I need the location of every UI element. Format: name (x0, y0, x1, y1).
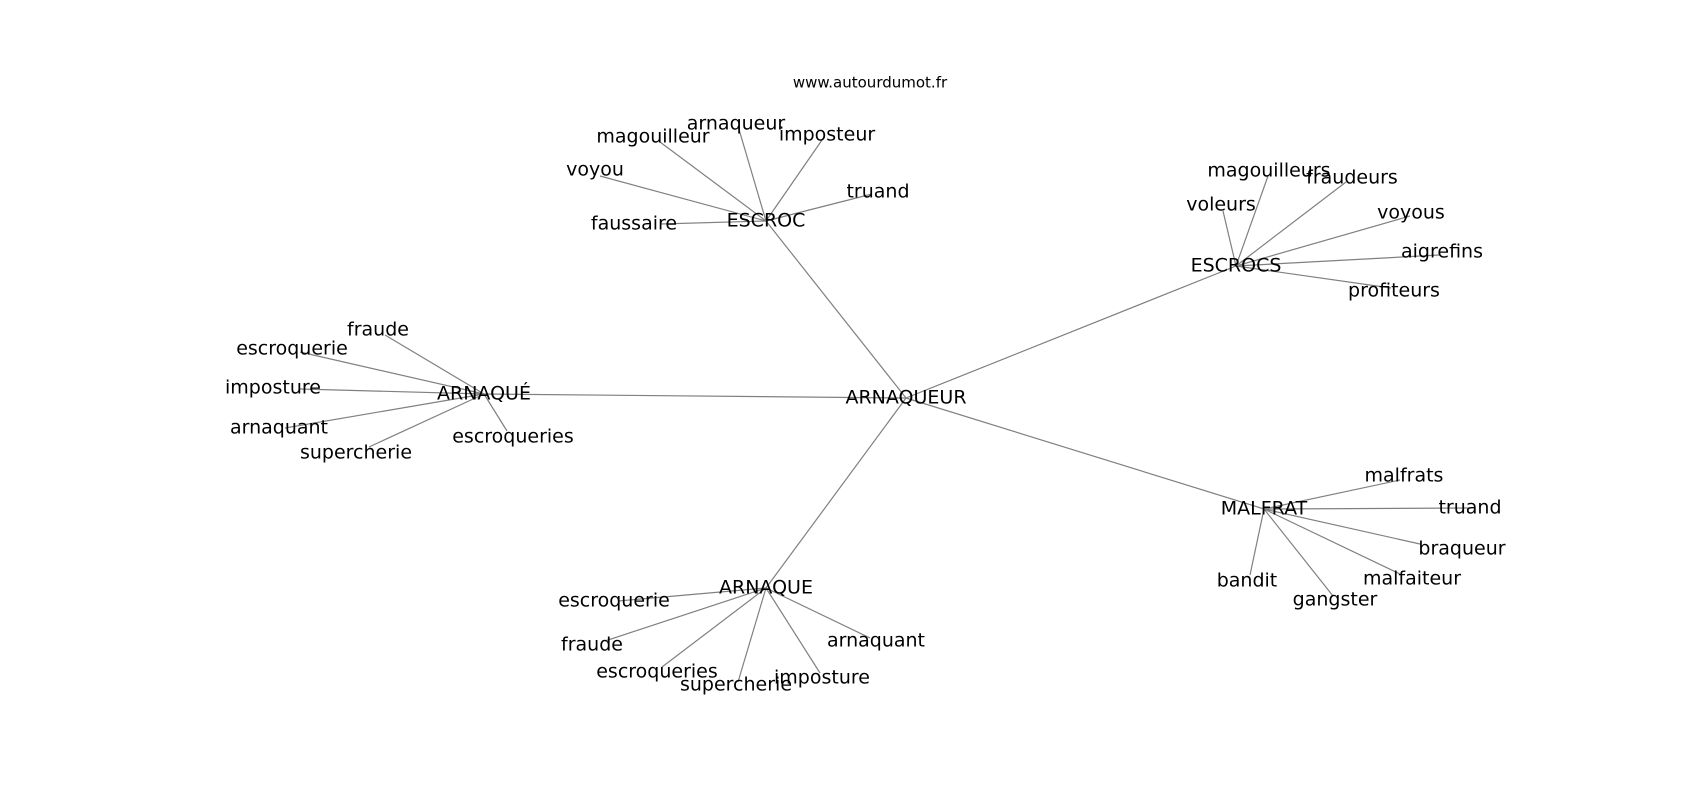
leaf-node-label[interactable]: imposteur (779, 124, 876, 146)
edge-0-5 (659, 220, 767, 225)
graph-nodes: ARNAQUEURESCROCmagouilleurarnaqueurimpos… (225, 113, 1506, 696)
cluster-node-label[interactable]: ARNAQUE (719, 577, 813, 599)
leaf-node-label[interactable]: truand (846, 181, 909, 203)
leaf-node-label[interactable]: malfaiteur (1363, 568, 1461, 590)
cluster-node-label[interactable]: ESCROC (727, 210, 806, 232)
edge-3-3 (1263, 508, 1401, 575)
edge-3-1 (1263, 507, 1471, 510)
edge-3-0 (1263, 479, 1401, 510)
leaf-node-label[interactable]: arnaqueur (687, 113, 786, 135)
leaf-node-label[interactable]: imposture (225, 377, 321, 399)
edge-center-to-1 (905, 265, 1237, 399)
edge-center-to-4 (765, 397, 907, 589)
leaf-node-label[interactable]: voyous (1377, 202, 1445, 224)
edge-4-1 (604, 587, 767, 642)
edge-4-3 (737, 587, 767, 683)
edge-3-4 (1249, 508, 1265, 576)
graph-edges (284, 125, 1471, 683)
leaf-node-label[interactable]: fraude (561, 634, 623, 656)
leaf-node-label[interactable]: voyou (566, 159, 624, 181)
edge-2-2 (299, 388, 485, 395)
leaf-node-label[interactable]: escroqueries (452, 426, 574, 448)
leaf-node-label[interactable]: supercherie (680, 674, 792, 696)
edge-4-0 (617, 587, 767, 602)
edge-2-0 (384, 334, 485, 395)
leaf-node-label[interactable]: imposture (774, 667, 870, 689)
edge-4-4 (765, 587, 821, 674)
edge-2-4 (368, 393, 485, 448)
edge-3-5 (1263, 508, 1334, 597)
leaf-node-label[interactable]: gangster (1293, 589, 1378, 611)
leaf-node-label[interactable]: arnaquant (230, 417, 328, 439)
leaf-node-label[interactable]: escroqueries (596, 661, 718, 683)
edge-center-to-3 (905, 397, 1265, 510)
edge-0-0 (659, 141, 767, 222)
edge-0-1 (737, 125, 767, 222)
leaf-node-label[interactable]: fraude (347, 319, 409, 341)
edge-4-5 (765, 587, 871, 639)
leaf-node-label[interactable]: aigrefins (1401, 241, 1483, 263)
edge-0-4 (765, 193, 873, 222)
leaf-node-label[interactable]: supercherie (300, 442, 412, 464)
edge-1-5 (1235, 265, 1392, 289)
leaf-node-label[interactable]: profiteurs (1348, 280, 1440, 302)
leaf-node-label[interactable]: magouilleur (596, 126, 709, 148)
leaf-node-label[interactable]: malfrats (1365, 465, 1444, 487)
leaf-node-label[interactable]: escroquerie (558, 590, 670, 612)
edge-0-3 (599, 175, 767, 222)
cluster-node-label[interactable]: ARNAQUÉ (437, 382, 531, 405)
edge-center-to-0 (765, 220, 907, 399)
leaf-node-label[interactable]: bandit (1217, 570, 1278, 592)
cluster-node-label[interactable]: MALFRAT (1221, 498, 1308, 520)
edge-1-1 (1235, 181, 1347, 267)
leaf-node-label[interactable]: truand (1438, 497, 1501, 519)
edge-center-to-2 (483, 393, 907, 399)
leaf-node-label[interactable]: faussaire (591, 213, 677, 235)
edge-1-0 (1235, 175, 1269, 267)
leaf-node-label[interactable]: escroquerie (236, 338, 348, 360)
edge-4-2 (661, 587, 767, 668)
leaf-node-label[interactable]: braqueur (1418, 538, 1505, 560)
leaf-node-label[interactable]: voleurs (1186, 194, 1256, 216)
edge-1-3 (1235, 215, 1411, 267)
edge-2-5 (483, 393, 508, 432)
leaf-node-label[interactable]: magouilleurs (1207, 160, 1330, 182)
edge-1-2 (1222, 210, 1237, 267)
edge-1-4 (1235, 254, 1440, 267)
site-watermark: www.autourdumot.fr (793, 74, 948, 92)
edge-0-2 (765, 139, 823, 222)
leaf-node-label[interactable]: fraudeurs (1306, 167, 1398, 189)
edge-3-2 (1263, 508, 1421, 545)
center-node-label[interactable]: ARNAQUEUR (845, 387, 966, 409)
cluster-node-label[interactable]: ESCROCS (1191, 255, 1282, 277)
leaf-node-label[interactable]: arnaquant (827, 630, 925, 652)
edge-2-3 (284, 393, 485, 429)
edge-2-1 (299, 351, 485, 395)
